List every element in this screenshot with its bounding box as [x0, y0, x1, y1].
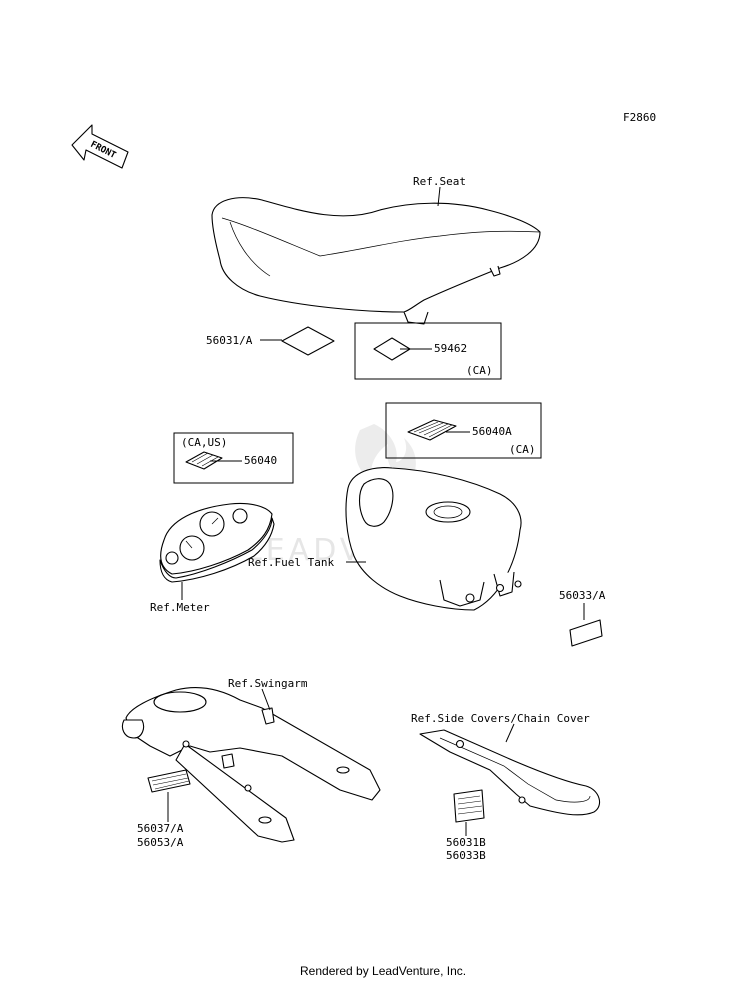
part-56040a-label: 56040A — [472, 425, 512, 438]
decal-56040 — [185, 451, 223, 470]
part-56031b-label: 56031B — [446, 836, 486, 849]
part-56033b-label: 56033B — [446, 849, 486, 862]
decal-56033a — [569, 619, 603, 647]
swingarm-illustration — [121, 687, 381, 843]
callout-box-56040 — [173, 432, 294, 484]
ref-side-covers-label: Ref.Side Covers/Chain Cover — [411, 712, 590, 725]
side-cover-illustration — [419, 729, 601, 816]
part-56053a-label: 56053/A — [137, 836, 184, 849]
ref-fuel-tank-label: Ref.Fuel Tank — [248, 556, 334, 569]
part-56037a-label: 56037/A — [137, 822, 184, 835]
part-56040-label: 56040 — [244, 454, 277, 467]
decal-56037a — [147, 769, 191, 793]
part-56033a-label: 56033/A — [559, 589, 606, 602]
decal-56040a — [407, 419, 457, 441]
part-59462-label: 59462 — [434, 342, 467, 355]
decal-56031a — [281, 326, 335, 356]
fuel-tank-illustration — [345, 467, 522, 611]
diagram-code: F2860 — [623, 111, 656, 124]
front-arrow-icon: FRONT — [71, 124, 129, 169]
callout-box-56040a — [385, 402, 542, 459]
ref-swingarm-label: Ref.Swingarm — [228, 677, 308, 690]
part-56040-region: (CA,US) — [181, 436, 227, 449]
part-56031a-label: 56031/A — [206, 334, 253, 347]
decal-56031b — [453, 789, 485, 823]
footer-credit: Rendered by LeadVenture, Inc. — [300, 964, 466, 978]
seat-illustration — [211, 197, 541, 325]
part-59462-region: (CA) — [466, 364, 493, 377]
ref-seat-label: Ref.Seat — [413, 175, 466, 188]
ref-meter-label: Ref.Meter — [150, 601, 210, 614]
meter-illustration — [159, 502, 275, 583]
part-56040a-region: (CA) — [509, 443, 536, 456]
callout-box-59462 — [354, 322, 502, 380]
